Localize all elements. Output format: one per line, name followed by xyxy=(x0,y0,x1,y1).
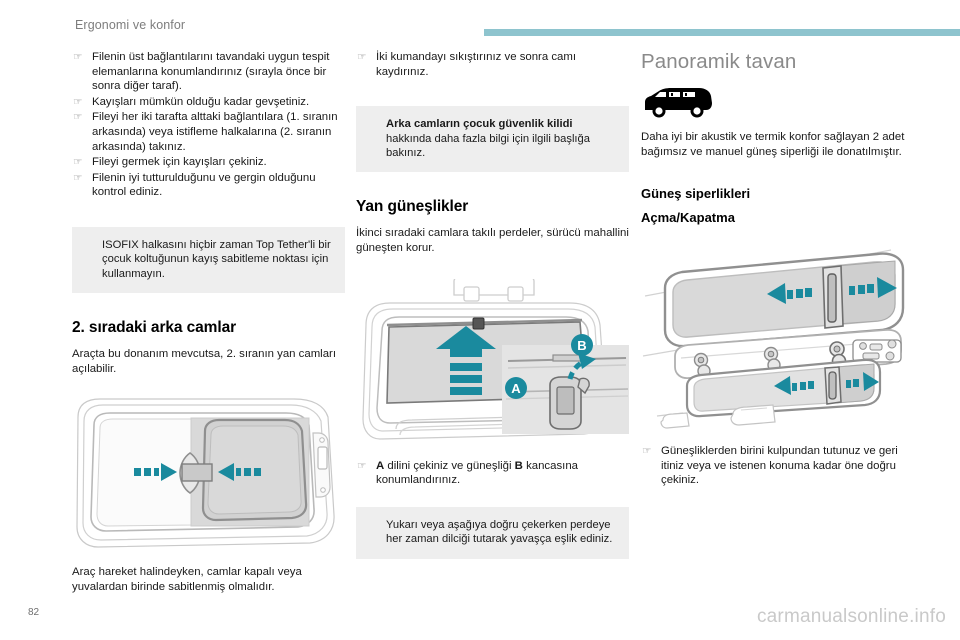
list-item: ☞ Filenin iyi tutturulduğunu ve gergin ol… xyxy=(72,171,345,200)
panoramic-roof-blind-figure xyxy=(641,244,923,434)
subsection-heading-open-close: Açma/Kapatma xyxy=(641,210,735,226)
list-item: ☞ Güneşliklerden birini kulpundan tutunuz… xyxy=(641,444,923,488)
arrow-left-teal xyxy=(134,463,177,482)
svg-text:A: A xyxy=(511,381,521,396)
panoramic-roof-blind-diagram xyxy=(642,249,905,429)
info-callout-text: Yukarı veya aşağıya doğru çekerken perde… xyxy=(386,518,613,546)
warning-callout-text: ISOFIX halkasını hiçbir zaman Top Tether… xyxy=(102,238,331,280)
panoramic-roof-intro: Daha iyi bir akustik ve termik konfor sa… xyxy=(641,131,905,158)
procedure-list-window-slide: ☞ İki kumandayı sıkıştırınız ve sonra cam… xyxy=(356,50,629,79)
subsection-heading-sun-blinds: Güneş siperlikleri xyxy=(641,186,751,202)
info-callout-text: hakkında daha fazla bilgi için ilgili ba… xyxy=(386,132,590,159)
list-item: ☞ Kayışları mümkün olduğu kadar gevşetini… xyxy=(72,95,345,110)
arrow-right-teal-lower xyxy=(846,372,879,392)
column-middle: ☞ İki kumandayı sıkıştırınız ve sonra cam… xyxy=(356,50,629,559)
header-accent-rule xyxy=(484,29,960,36)
step-text-mid: dilini çekiniz ve güneşliği xyxy=(384,459,515,472)
pointing-hand-icon: ☞ xyxy=(73,156,83,169)
label-badge-a xyxy=(505,376,527,399)
van-icon-figure xyxy=(641,86,923,120)
page-header: Ergonomi ve konfor xyxy=(0,0,960,42)
pointing-hand-icon: ☞ xyxy=(73,95,83,108)
info-callout-lead: Arka camların çocuk güvenlik kilidi xyxy=(386,118,573,131)
page-number: 82 xyxy=(28,607,40,618)
pointing-hand-icon: ☞ xyxy=(73,111,83,124)
warning-callout-isofix: ISOFIX halkasını hiçbir zaman Top Tether… xyxy=(72,226,345,294)
rear-windows-closing-note: Araç hareket halindeyken, camlar kapalı … xyxy=(72,566,302,593)
arrow-left-teal-upper xyxy=(767,283,812,305)
pointing-hand-icon: ☞ xyxy=(357,51,367,63)
info-callout-sunblind-handling: Yukarı veya aşağıya doğru çekerken perde… xyxy=(356,506,629,559)
watermark: carmanualsonline.info xyxy=(756,606,946,627)
pointing-hand-icon: ☞ xyxy=(73,171,83,184)
list-item: ☞ Fileyi her iki tarafta alttaki bağlantı… xyxy=(72,110,345,154)
section-intro-side-sunblinds: İkinci sıradaki camlara takılı perdeler,… xyxy=(356,227,629,254)
list-item-label: Filenin iyi tutturulduğunu ve gergin old… xyxy=(92,171,316,199)
procedure-list-sunblind-hook: ☞ A dilini çekiniz ve güneşliği B kancas… xyxy=(356,459,629,488)
procedure-list-net-install: ☞ Filenin üst bağlantılarını tavandaki uy… xyxy=(72,50,345,200)
list-item-label: İki kumandayı sıkıştırınız ve sonra camı… xyxy=(376,51,577,78)
list-item: ☞ Fileyi germek için kayışları çekiniz. xyxy=(72,155,345,170)
pointing-hand-icon: ☞ xyxy=(73,51,83,63)
procedure-list-roof-blind: ☞ Güneşliklerden birini kulpundan tutunuz… xyxy=(641,444,923,488)
list-item-label: Güneşliklerden birini kulpundan tutunuz … xyxy=(661,445,898,487)
reference-label-a: A xyxy=(376,459,385,472)
arrow-up-teal xyxy=(436,325,496,395)
side-sunblind-figure: A B xyxy=(356,278,629,449)
reference-label-b: B xyxy=(514,459,523,472)
sliding-rear-window-diagram xyxy=(76,398,335,548)
list-item-label: Fileyi her iki tarafta alttaki bağlantıl… xyxy=(92,111,338,153)
pointing-hand-icon: ☞ xyxy=(357,459,367,472)
list-item: ☞ A dilini çekiniz ve güneşliği B kancas… xyxy=(356,459,629,488)
list-item: ☞ Filenin üst bağlantılarını tavandaki uy… xyxy=(72,50,345,94)
label-badge-b xyxy=(571,333,593,356)
arrow-right-teal-upper xyxy=(849,277,897,299)
sliding-rear-window-figure xyxy=(72,395,345,555)
step-text-post: kancasına konumlandırınız. xyxy=(376,459,578,487)
svg-text:B: B xyxy=(577,338,586,353)
section-intro-rear-windows: Araçta bu donanım mevcutsa, 2. sıranın y… xyxy=(72,348,337,375)
column-left: ☞ Filenin üst bağlantılarını tavandaki uy… xyxy=(72,50,345,604)
pointing-hand-icon: ☞ xyxy=(642,445,652,458)
arrow-left-teal-lower xyxy=(774,376,814,396)
list-item-label: Kayışları mümkün olduğu kadar gevşetiniz… xyxy=(92,95,310,108)
side-sunblind-diagram: A B xyxy=(362,278,629,440)
list-item: ☞ İki kumandayı sıkıştırınız ve sonra cam… xyxy=(356,50,629,79)
chapter-title: Ergonomi ve konfor xyxy=(75,18,186,32)
list-item-label: Fileyi germek için kayışları çekiniz. xyxy=(92,156,267,169)
list-item-label: Filenin üst bağlantılarını tavandaki uyg… xyxy=(92,51,330,93)
arrow-right-teal xyxy=(218,463,261,482)
info-callout-child-lock: Arka camların çocuk güvenlik kilidi hakk… xyxy=(356,106,629,173)
column-right: Panoramik tavan Daha iyi bir akustik ve … xyxy=(641,50,923,489)
section-heading-side-sunblinds: Yan güneşlikler xyxy=(356,198,469,216)
van-silhouette-icon xyxy=(645,88,712,118)
page-title-panoramic-roof: Panoramik tavan xyxy=(641,50,797,73)
section-heading-rear-windows: 2. sıradaki arka camlar xyxy=(72,319,237,337)
